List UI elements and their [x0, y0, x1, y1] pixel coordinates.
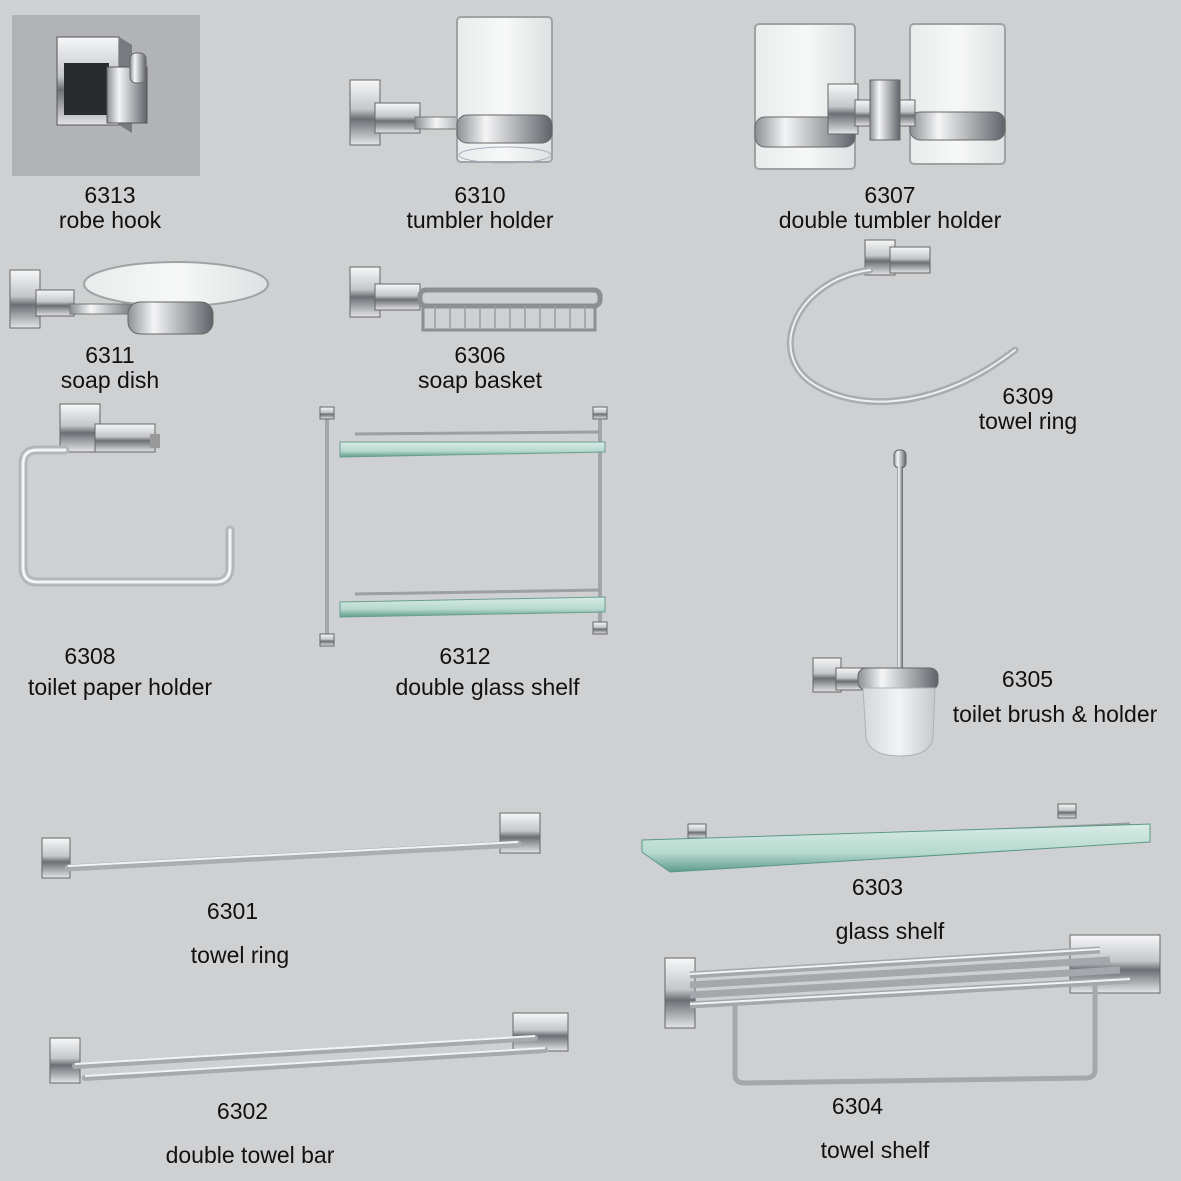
product-name: double towel bar [165, 1142, 335, 1168]
soap-dish-label: 6311 soap dish [40, 343, 180, 393]
towel-shelf-image [664, 934, 1161, 1086]
towel-shelf-label: 6304 towel shelf [795, 1094, 955, 1163]
product-code: 6311 [85, 342, 135, 368]
toilet-brush-holder-image [812, 449, 939, 757]
product-code: 6308 [64, 643, 116, 669]
product-name: towel ring [978, 408, 1078, 434]
product-name: double glass shelf [395, 674, 580, 700]
product-code: 6312 [439, 643, 491, 669]
product-name: tumbler holder [406, 207, 554, 233]
product-code: 6310 [454, 182, 506, 208]
tumbler-holder-label: 6310 tumbler holder [380, 183, 580, 233]
product-code: 6303 [851, 874, 904, 900]
product-name: toilet brush & holder [952, 701, 1158, 727]
soap-basket-image [349, 266, 603, 332]
towel-ring-image [786, 239, 1019, 406]
toilet-brush-holder-label: 6305 toilet brush & holder [940, 667, 1170, 727]
single-towel-bar-image [41, 812, 541, 879]
product-name: towel ring [190, 942, 290, 968]
double-glass-shelf-label: 6312 double glass shelf [370, 644, 605, 700]
product-code: 6304 [831, 1093, 884, 1119]
product-code: 6301 [206, 898, 259, 924]
soap-dish-image [9, 261, 269, 335]
double-tumbler-holder-image [754, 23, 1006, 170]
glass-shelf-image [641, 803, 1151, 873]
product-code: 6306 [454, 342, 506, 368]
toilet-paper-holder-image [18, 403, 235, 587]
product-code: 6307 [864, 182, 916, 208]
double-glass-shelf-image [319, 406, 608, 647]
tumbler-holder-image [349, 16, 553, 164]
product-name: soap dish [60, 367, 160, 393]
product-name: glass shelf [835, 918, 945, 944]
double-towel-bar-label: 6302 double towel bar [150, 1099, 350, 1168]
towel-ring-label-6309: 6309 towel ring [968, 384, 1088, 434]
product-code: 6305 [1001, 666, 1054, 692]
product-name: robe hook [58, 207, 162, 233]
double-tumbler-holder-label: 6307 double tumbler holder [760, 183, 1020, 233]
product-name: toilet paper holder [27, 674, 213, 700]
toilet-paper-holder-label: 6308 toilet paper holder [15, 644, 225, 700]
robe-hook-image [56, 36, 148, 133]
product-name: towel shelf [820, 1137, 930, 1163]
single-towel-bar-label: 6301 towel ring [170, 899, 310, 968]
product-code: 6302 [216, 1098, 269, 1124]
product-code: 6313 [84, 182, 136, 208]
soap-basket-label: 6306 soap basket [400, 343, 560, 393]
product-name: soap basket [417, 367, 543, 393]
product-code: 6309 [1002, 383, 1054, 409]
product-name: double tumbler holder [778, 207, 1002, 233]
double-towel-bar-image [49, 1012, 569, 1084]
robe-hook-label: 6313 robe hook [50, 183, 170, 233]
glass-shelf-label: 6303 glass shelf [810, 875, 970, 944]
